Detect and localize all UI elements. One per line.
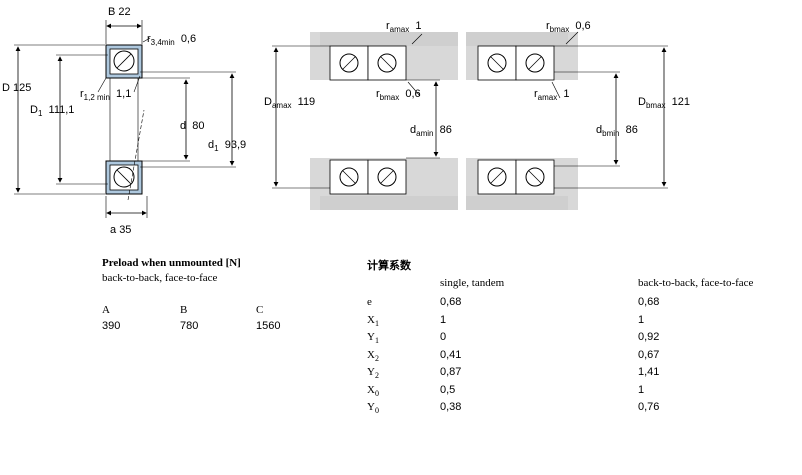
dim-r12: r1,2 min 1,1 <box>80 88 132 102</box>
dim-damin: damin 86 <box>410 124 452 138</box>
factor-value-pair: 0,68 <box>638 296 660 308</box>
factors-col-pair: back-to-back, face-to-face <box>638 277 754 289</box>
factor-symbol: Y2 <box>367 366 379 380</box>
dim-ramax-top: ramax 1 <box>386 20 422 34</box>
factor-value-pair: 1 <box>638 383 645 396</box>
dim-d: d 80 <box>180 120 205 132</box>
factors-title: 计算系数 <box>367 259 411 272</box>
abutment-left <box>310 32 458 210</box>
preload-value-b: 780 <box>180 320 199 332</box>
factors-col-single: single, tandem <box>440 277 505 289</box>
preload-header-a: A <box>102 304 110 316</box>
factor-value-pair: 0,92 <box>638 331 660 343</box>
factor-symbol: X2 <box>367 348 379 363</box>
dim-rbmax-top: rbmax 0,6 <box>546 20 591 34</box>
factor-symbol: Y1 <box>367 331 379 345</box>
preload-value-c: 1560 <box>256 320 281 332</box>
factor-value-single: 0,87 <box>440 366 462 378</box>
factor-value-single: 0,68 <box>440 296 462 308</box>
factor-value-pair: 0,67 <box>638 348 660 361</box>
dim-Dbmax: Dbmax 121 <box>638 96 690 110</box>
preload-value-a: 390 <box>102 320 121 332</box>
factor-symbol: X1 <box>367 313 379 328</box>
factor-value-single: 1 <box>440 313 447 326</box>
dim-D1: D1 111,1 <box>30 104 75 118</box>
factor-symbol: Y0 <box>367 401 379 415</box>
bearing-section-top <box>105 44 143 79</box>
factor-value-single: 0 <box>440 331 447 343</box>
factor-value-single: 0,5 <box>440 383 456 396</box>
preload-header-b: B <box>180 304 188 316</box>
dim-rbmax-mid: rbmax 0,6 <box>376 88 421 102</box>
factor-symbol: e <box>367 296 372 308</box>
dim-d1: d1 93,9 <box>208 139 247 153</box>
dim-B: B 22 <box>108 6 131 18</box>
factor-value-pair: 1 <box>638 313 645 326</box>
bearing-section-bottom <box>105 160 143 195</box>
factor-symbol: X0 <box>367 383 379 398</box>
dim-D: D 125 <box>2 82 32 94</box>
dim-dbmin: dbmin 86 <box>596 124 638 138</box>
preload-subtitle: back-to-back, face-to-face <box>102 272 218 284</box>
dim-r34: r3,4min 0,6 <box>147 33 197 47</box>
dim-a: a 35 <box>110 224 132 236</box>
factor-value-single: 0,38 <box>440 401 462 413</box>
factor-value-pair: 1,41 <box>638 366 660 378</box>
dim-Damax: Damax 119 <box>264 96 316 110</box>
factor-value-pair: 0,76 <box>638 401 660 413</box>
abutment-right <box>466 32 620 210</box>
preload-title: Preload when unmounted [N] <box>102 257 241 269</box>
factor-value-single: 0,41 <box>440 348 462 361</box>
dim-ramax-mid: ramax 1 <box>534 88 570 102</box>
preload-header-c: C <box>256 304 264 316</box>
